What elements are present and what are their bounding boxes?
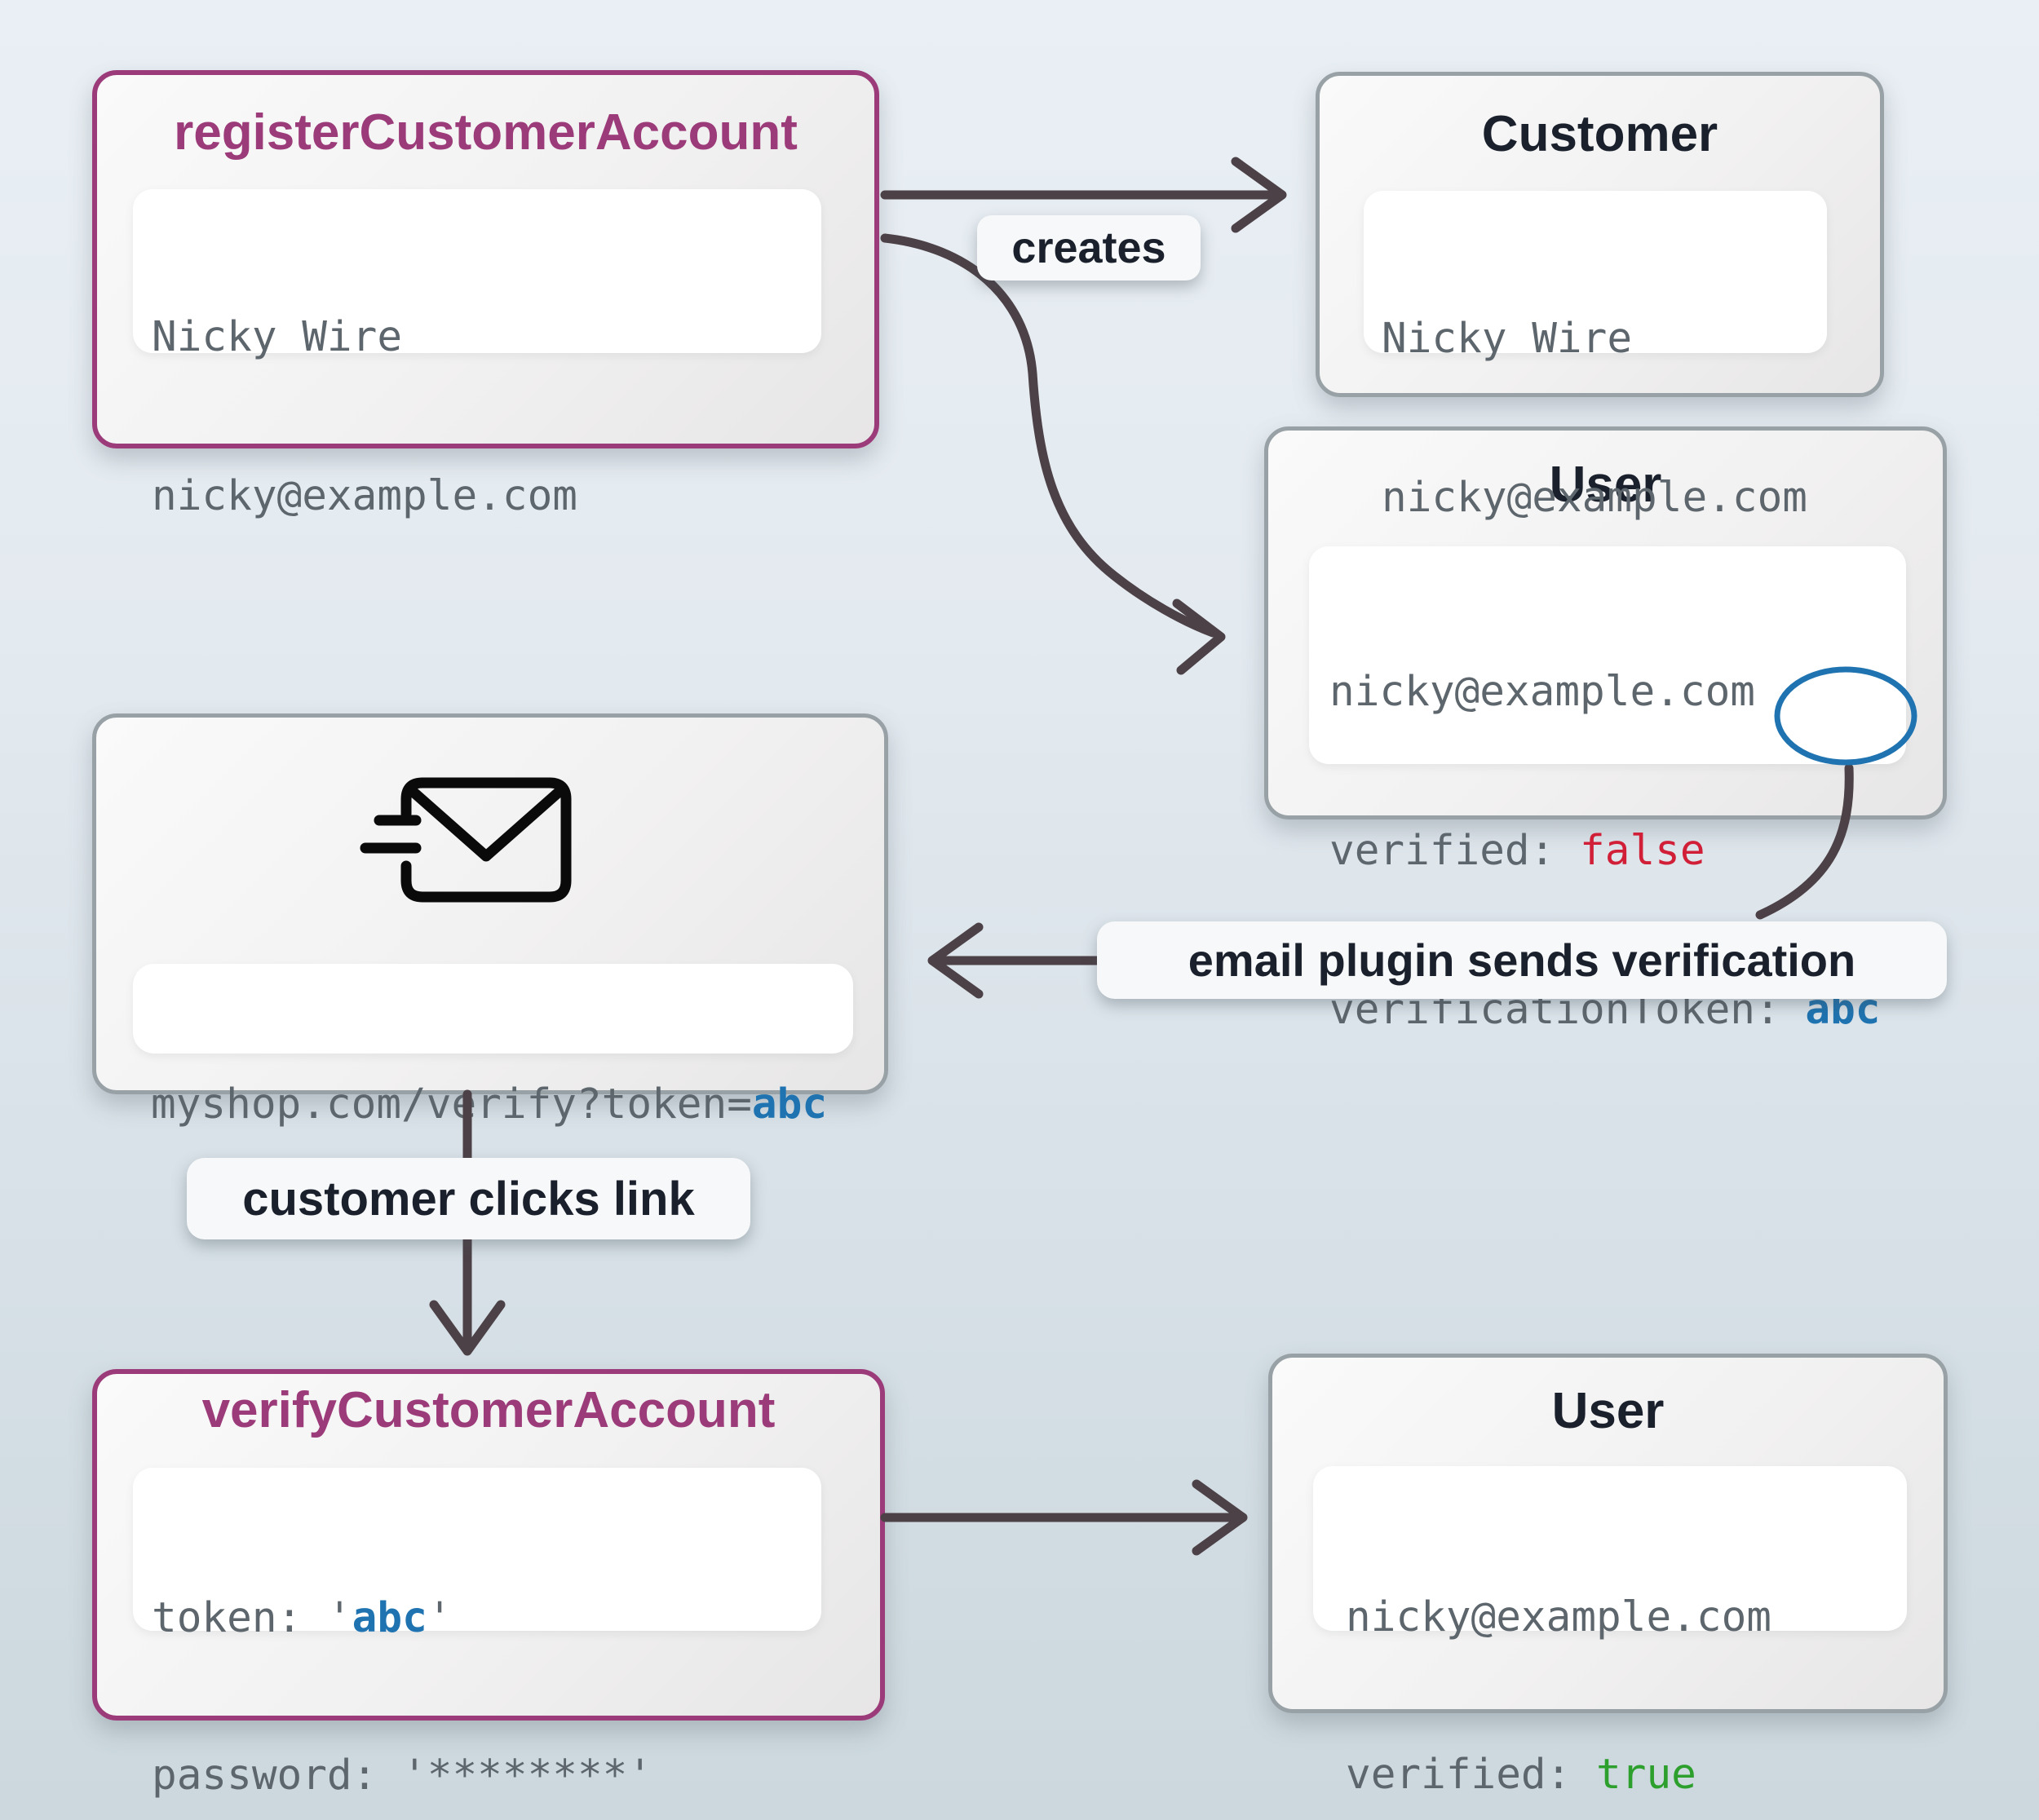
verify-node-title: verifyCustomerAccount [201, 1382, 776, 1438]
verify-node-code: token: 'abc' password: '********' [152, 1491, 652, 1820]
verify-password-line: password: '********' [152, 1745, 652, 1806]
token-value: abc [352, 1594, 427, 1642]
customer-node-body [1364, 191, 1827, 353]
email-plugin-edge-label: email plugin sends verification [1097, 921, 1947, 999]
customer-email-text: nicky@example.com [152, 472, 577, 520]
verified-label: verified: [1346, 1751, 1597, 1799]
password-label: password: [152, 1752, 403, 1800]
send-email-icon [360, 777, 572, 903]
quote-open: ' [326, 1594, 352, 1642]
verified-label: verified: [1329, 827, 1581, 875]
register-node-title: registerCustomerAccount [174, 104, 798, 161]
register-node-code: Nicky Wire nicky@example.com [152, 210, 577, 624]
customer-node-title: Customer [1481, 106, 1718, 162]
user-verified-body [1313, 1466, 1907, 1631]
verify-token-line: token: 'abc' [152, 1588, 652, 1649]
customer-node-code: Nicky Wire nicky@example.com [1382, 211, 1807, 625]
verify-node-body [133, 1468, 821, 1631]
send-arrow-left-head [927, 922, 984, 999]
register-node-body [133, 189, 821, 353]
customer-name-text: Nicky Wire [152, 313, 403, 361]
user-email-text: nicky@example.com [1346, 1593, 1771, 1641]
verification-link-pill [133, 964, 853, 1054]
creates-curved-arrow-line [880, 233, 1218, 638]
verify-url-token: abc [751, 1080, 828, 1129]
customer-name-text: Nicky Wire [1382, 315, 1633, 363]
creates-curved-arrow-head [1172, 599, 1226, 675]
user-verified-code: nicky@example.com verified: true [1346, 1491, 1771, 1820]
verification-link-text: myshop.com/verify?token=abc [151, 964, 827, 1246]
password-value: '********' [402, 1752, 653, 1800]
user-verified-line: verified: true [1346, 1744, 1771, 1805]
verify-arrow-right-head [1192, 1479, 1248, 1556]
user-verified-title: User [1551, 1383, 1665, 1439]
user-verified-line: verified: false [1329, 819, 1881, 882]
customer-email-text: nicky@example.com [1382, 474, 1807, 522]
creates-edge-label: creates [977, 215, 1201, 281]
verified-value-true: true [1596, 1751, 1696, 1799]
clicks-arrow-down-head [429, 1300, 506, 1356]
verify-url-prefix: myshop.com/verify?token= [151, 1080, 752, 1129]
creates-arrow-head [1231, 157, 1287, 233]
user-email-text: nicky@example.com [1329, 668, 1755, 716]
customer-clicks-edge-label: customer clicks link [187, 1158, 750, 1239]
user-unverified-title: User [1549, 457, 1662, 513]
quote-close: ' [427, 1594, 453, 1642]
user-unverified-code: nicky@example.com verified: false verifi… [1329, 564, 1881, 1138]
token-label: token: [152, 1594, 327, 1642]
verified-value-false: false [1580, 827, 1705, 875]
